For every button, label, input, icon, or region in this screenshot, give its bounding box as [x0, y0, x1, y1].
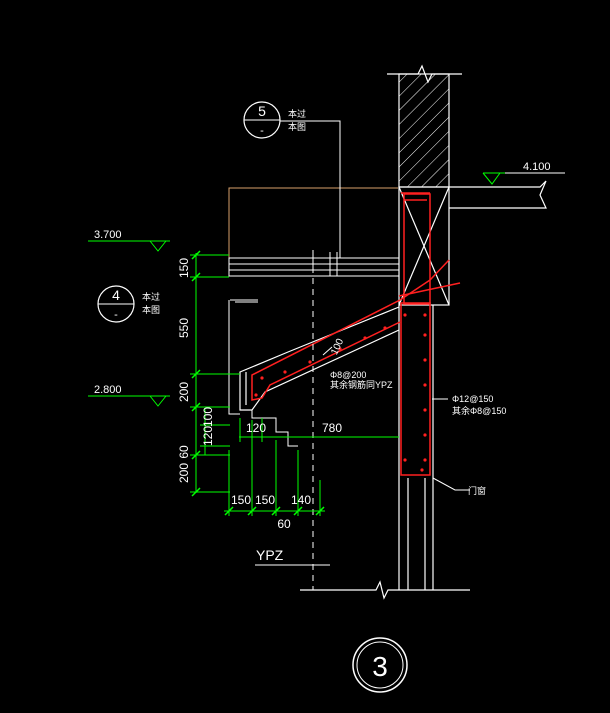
dim-v-150: 150: [177, 258, 191, 278]
detail-4-note-2: 本图: [142, 304, 160, 315]
slab-rebar-note-2: 其余钢筋同YPZ: [330, 379, 393, 390]
dim-v-120: 120: [201, 426, 215, 446]
dimension-ticks: [191, 250, 325, 516]
upper-wall: [387, 64, 462, 188]
dim-v-200-top: 200: [177, 382, 191, 402]
dim-h-150-b: 150: [255, 493, 275, 507]
detail-5-number: 5: [258, 103, 266, 119]
slab-lip: [228, 299, 298, 447]
detail-4-number: 4: [112, 287, 120, 303]
detail-4-sub: -: [114, 309, 118, 321]
wall-label: 门窗: [468, 485, 486, 496]
ring-beam: [398, 186, 450, 306]
leaders: [235, 120, 565, 566]
detail-callout-5[interactable]: [243, 101, 281, 139]
slab-outline: [228, 187, 398, 260]
column-rebar-note-1: Φ12@150: [452, 394, 493, 404]
level-2800: 2.800: [94, 384, 122, 396]
left-floor-slab: [228, 257, 400, 277]
dim-h-150-a: 150: [231, 493, 251, 507]
canopy-rebar: [251, 259, 461, 401]
lower-wall: [300, 305, 470, 600]
detail-5-sub: -: [260, 125, 264, 137]
slab-rebar-note-1: Φ8@200: [330, 370, 366, 380]
dim-v-200-bottom: 200: [177, 463, 191, 483]
level-4100: 4.100: [523, 161, 551, 173]
detail-5-note-1: 本过: [288, 108, 306, 119]
dim-v-100: 100: [201, 407, 215, 427]
column-bars: [403, 313, 427, 472]
sheet-callout[interactable]: [352, 637, 408, 693]
dim-h-780: 780: [322, 421, 342, 435]
dim-h-140: 140: [291, 493, 311, 507]
sheet-number: 3: [372, 651, 388, 682]
detail-callout-4[interactable]: [97, 285, 135, 323]
dim-h-120: 120: [246, 421, 266, 435]
dim-v-550: 550: [177, 318, 191, 338]
detail-4-note-1: 本过: [142, 291, 160, 302]
level-3700: 3.700: [94, 229, 122, 241]
dim-v-60: 60: [177, 445, 191, 459]
canopy-bars: [254, 326, 387, 397]
right-floor-slab: [449, 180, 547, 209]
component-label: YPZ: [256, 547, 284, 563]
column-reinforcement: [400, 192, 431, 476]
dim-h-60: 60: [277, 517, 291, 531]
slab-thickness: 100: [329, 337, 346, 357]
detail-5-note-2: 本图: [288, 121, 306, 132]
column-rebar-note-2: 其余Φ8@150: [452, 405, 506, 416]
dimension-lines: [88, 172, 565, 516]
